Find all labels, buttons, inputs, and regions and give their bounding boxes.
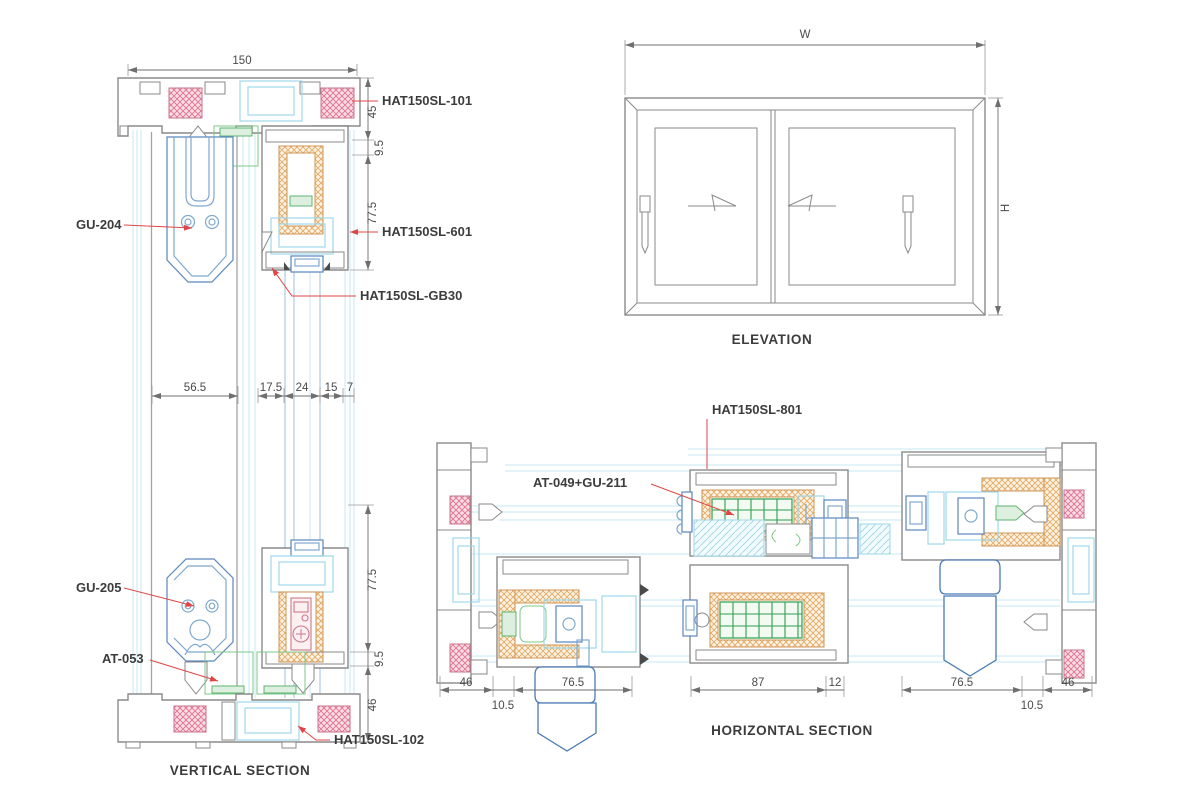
dim-15: 15 [325, 382, 338, 394]
glide-shoe-right [291, 663, 315, 694]
dim-77-5-bottom: 77.5 [367, 569, 379, 591]
label-at-053: AT-053 [102, 651, 144, 666]
dim-w: W [800, 29, 811, 41]
handle-body-right-sash [939, 559, 1001, 677]
right-jamb-gasket-lower [1063, 649, 1085, 679]
handle-body-left-sash [534, 666, 597, 752]
dim-right-10-5: 10.5 [1021, 700, 1043, 712]
dim-mid-87: 87 [752, 677, 765, 689]
middle-lower-sash-profile [682, 564, 849, 664]
glide-shoe-left [184, 661, 208, 695]
dim-17-5: 17.5 [260, 382, 282, 394]
latch-seal [995, 505, 1025, 521]
elevation-title: ELEVATION [732, 332, 813, 347]
dim-45: 45 [367, 106, 379, 119]
sash-left [636, 109, 776, 304]
dim-elevation-height: H [988, 97, 1012, 316]
handle-right [902, 195, 914, 255]
roller-gu205 [166, 558, 234, 695]
thermal-gasket-sill-left [173, 705, 207, 733]
clip-arrow-upper [478, 503, 503, 521]
lock-mechanism [290, 597, 312, 651]
left-jamb-profile [436, 442, 503, 684]
dim-chain-middle: 56.5 17.5 24 15 7 [151, 382, 355, 404]
jamb-gasket-upper [449, 495, 471, 525]
label-hat150sl-801: HAT150SL-801 [712, 402, 802, 417]
interlock-band [693, 517, 891, 559]
horizontal-section-labels: HAT150SL-801 AT-049+GU-211 [533, 402, 802, 516]
dim-h: H [1000, 204, 1012, 212]
elevation-view: W H ELEVATION [624, 29, 1012, 347]
label-hat150sl-101: HAT150SL-101 [382, 93, 472, 108]
dim-total-width: 150 [127, 55, 358, 76]
dim-77-5-top: 77.5 [367, 202, 379, 224]
glazing-block-gb30 [290, 255, 324, 273]
right-jamb-gasket-upper [1063, 489, 1085, 519]
label-hat150sl-102: HAT150SL-102 [334, 732, 424, 747]
dim-left-46: 46 [460, 677, 473, 689]
thermal-gasket-head-right [320, 87, 355, 119]
sash-right [770, 109, 974, 304]
label-hat150sl-gb30: HAT150SL-GB30 [360, 288, 462, 303]
label-gu-204: GU-204 [76, 217, 122, 232]
window-frame [624, 97, 986, 316]
vertical-section-view: 150 45 9.5 77.5 56.5 17.5 24 15 7 [76, 55, 472, 778]
hs-dim-chains: 46 10.5 76.5 87 12 76.5 10.5 46 [439, 676, 1093, 712]
dim-56-5: 56.5 [184, 382, 206, 394]
thermal-gasket-head-left [168, 87, 203, 119]
seal-at053 [204, 651, 306, 695]
label-gu-205: GU-205 [76, 580, 122, 595]
vertical-section-labels: HAT150SL-101 HAT150SL-601 HAT150SL-GB30 … [76, 93, 472, 747]
label-hat150sl-601: HAT150SL-601 [382, 224, 472, 239]
thermal-gasket-sill-right [317, 705, 351, 733]
sash-bottom-rail [261, 539, 349, 694]
dim-9-5-top: 9.5 [374, 140, 386, 156]
right-jamb-profile [1023, 442, 1097, 684]
dim-elevation-width: W [624, 29, 986, 95]
dim-left-10-5: 10.5 [492, 700, 514, 712]
roller-gu204 [166, 136, 234, 283]
dim-24: 24 [296, 382, 309, 394]
dim-right-76-5: 76.5 [951, 677, 973, 689]
glass-left [654, 127, 758, 286]
opening-mark-right [787, 194, 836, 212]
dim-mid-12: 12 [829, 677, 842, 689]
dim-chain-bottom-right: 77.5 9.5 46 [348, 504, 386, 743]
dim-7: 7 [347, 382, 353, 394]
jamb-gasket-lower [449, 643, 471, 673]
dim-right-46: 46 [1062, 677, 1075, 689]
right-sash-profile [901, 451, 1061, 677]
dim-chain-top-right: 45 9.5 77.5 [350, 77, 386, 271]
clip-arrow-right-lower [1023, 613, 1048, 631]
dim-150: 150 [232, 55, 251, 67]
dim-9-5-bottom: 9.5 [374, 651, 386, 667]
handle-left [639, 195, 651, 255]
vertical-section-title: VERTICAL SECTION [170, 763, 311, 778]
horizontal-section-view: HAT150SL-801 AT-049+GU-211 46 10.5 76.5 … [436, 402, 1097, 752]
dim-46: 46 [367, 699, 379, 712]
horizontal-section-title: HORIZONTAL SECTION [711, 723, 873, 738]
label-at-049-gu-211: AT-049+GU-211 [533, 475, 627, 490]
opening-mark-left [688, 194, 737, 212]
left-sash-profile [496, 556, 649, 752]
clip-arrow-right-upper [1023, 505, 1048, 523]
sash-top-rail [261, 125, 349, 273]
dim-left-76-5: 76.5 [562, 677, 584, 689]
